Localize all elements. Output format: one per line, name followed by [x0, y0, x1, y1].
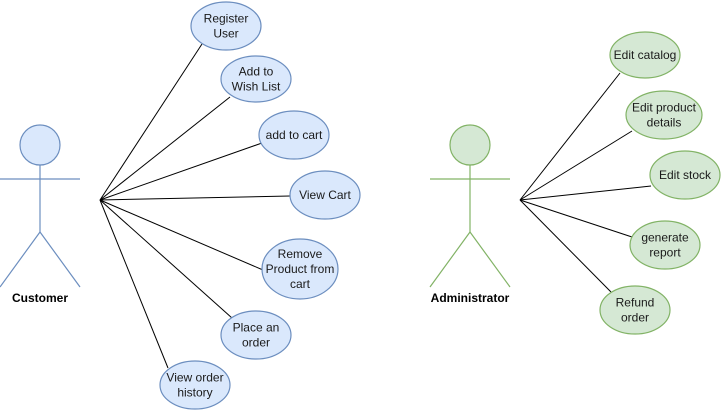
customer-actor-left-leg [0, 231, 41, 288]
use-case-edit-product-details-ellipse [625, 90, 703, 140]
administrator-actor: Administrator [429, 124, 511, 305]
association-customer-view-order-history [99, 199, 169, 369]
use-case-refund-order-label-line: Refund [616, 296, 655, 310]
association-administrator-edit-product-details [519, 130, 633, 201]
use-case-generate-report-ellipse [629, 220, 701, 270]
association-customer-view-cart [99, 195, 291, 201]
actors: Customer Administrator [0, 124, 511, 305]
use-case-remove-product-from-cart-ellipse [261, 238, 339, 300]
customer-actor-head [19, 124, 61, 166]
customer-actor-right-leg [39, 231, 81, 288]
use-case-view-order-history-ellipse [159, 360, 231, 410]
use-case-place-an-order-ellipse [220, 310, 292, 360]
use-case-refund-order-ellipse [599, 285, 671, 335]
use-case-edit-catalog-ellipse [609, 31, 681, 79]
use-case-remove-product-from-cart-label-line: Product from [266, 262, 335, 276]
association-customer-remove-product-from-cart [99, 199, 264, 271]
use-case-edit-stock-label-line: Edit stock [659, 168, 712, 182]
use-case-edit-catalog[interactable]: Edit catalog [609, 31, 681, 79]
use-case-register-user-label-line: Register [204, 12, 249, 26]
use-case-remove-product-from-cart-label-line: cart [290, 277, 311, 291]
use-case-register-user-label-line: User [213, 27, 238, 41]
customer-actor: Customer [0, 124, 81, 305]
customer-actor-label: Customer [12, 291, 68, 305]
use-case-edit-stock-ellipse [649, 150, 721, 200]
association-customer-add-to-wish-list [99, 96, 231, 201]
association-administrator-edit-stock [519, 185, 652, 201]
use-case-edit-product-details-label-line: details [647, 116, 682, 130]
association-customer-add-to-cart [99, 142, 263, 201]
use-case-remove-product-from-cart-label-line: Remove [278, 247, 323, 261]
association-administrator-edit-catalog [519, 72, 621, 201]
association-customer-register-user [99, 43, 203, 201]
association-administrator-generate-report [519, 199, 633, 238]
use-case-view-cart-ellipse [289, 170, 361, 220]
use-case-generate-report-label-line: report [649, 246, 681, 260]
use-case-edit-stock[interactable]: Edit stock [649, 150, 721, 200]
use-case-view-cart-label-line: View Cart [299, 188, 351, 202]
administrator-actor-right-leg [469, 231, 511, 288]
use-case-add-to-cart[interactable]: add to cart [258, 110, 330, 160]
administrator-actor-head [449, 124, 491, 166]
administrator-actor-left-leg [429, 231, 471, 288]
use-case-register-user-ellipse [190, 1, 262, 51]
use-case-edit-product-details-label-line: Edit product [632, 101, 697, 115]
use-case-view-cart[interactable]: View Cart [289, 170, 361, 220]
use-case-place-an-order-label-line: order [242, 336, 270, 350]
administrator-actor-label: Administrator [431, 291, 510, 305]
association-administrator-refund-order [519, 199, 612, 293]
use-case-add-to-wish-list-label-line: Wish List [232, 80, 281, 94]
use-case-view-order-history-label-line: View order [166, 371, 223, 385]
use-case-refund-order-label-line: order [621, 311, 649, 325]
use-case-view-order-history-label-line: history [177, 386, 212, 400]
use-case-add-to-wish-list-ellipse [220, 55, 292, 103]
use-case-add-to-wish-list-label-line: Add to [239, 65, 274, 79]
use-case-add-to-cart-label-line: add to cart [266, 128, 323, 142]
associations [99, 43, 652, 369]
use-case-add-to-cart-ellipse [258, 110, 330, 160]
use-case-edit-catalog-label-line: Edit catalog [614, 48, 677, 62]
use-case-place-an-order-label-line: Place an [233, 321, 280, 335]
use-case-generate-report-label-line: generate [641, 231, 689, 245]
association-customer-place-an-order [99, 199, 233, 319]
